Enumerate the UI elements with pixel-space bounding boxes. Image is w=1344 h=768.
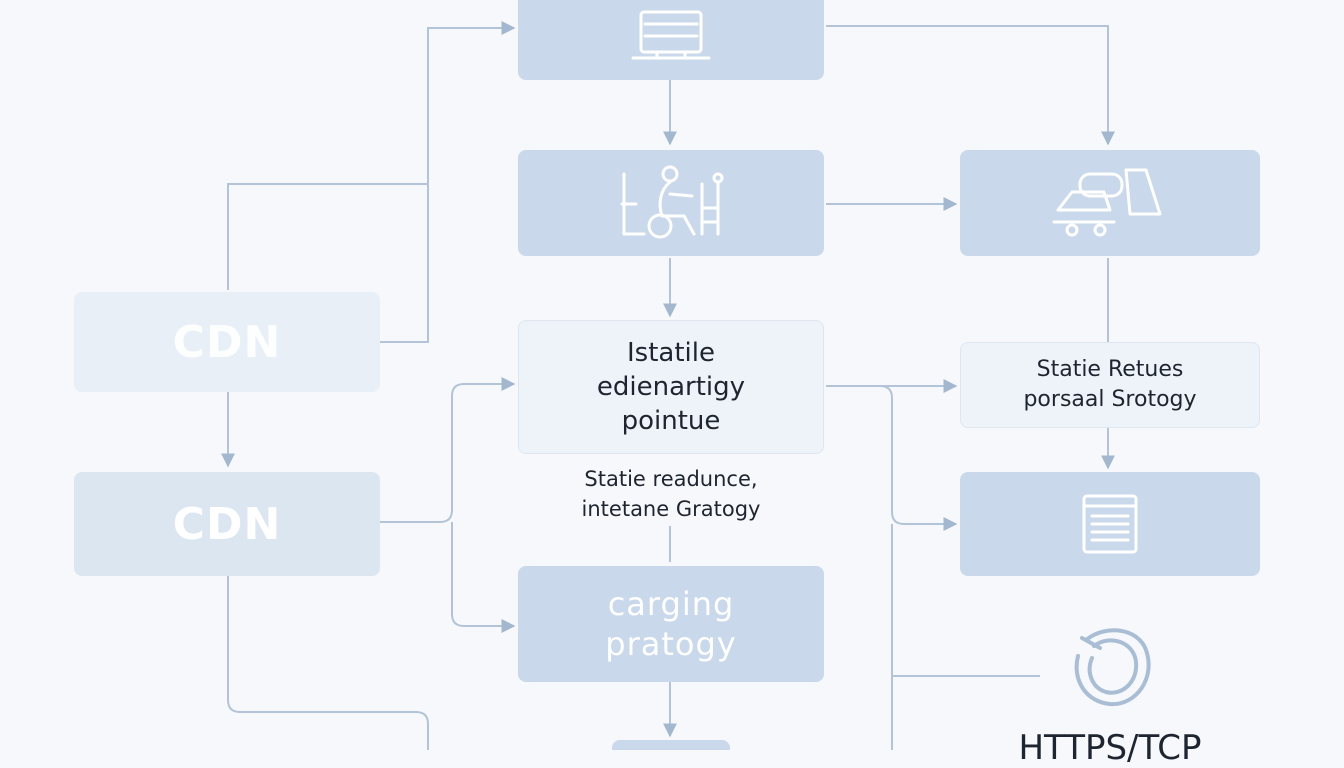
laptop-icon: [631, 10, 711, 60]
caching-box[interactable]: carging pratogy: [518, 566, 824, 682]
strategy-line-1: Istatile: [627, 338, 715, 368]
cdn-box-top[interactable]: CDN: [74, 292, 380, 392]
retues-line-1: Statie Retues: [1036, 357, 1184, 382]
readunce-caption-line-2: intetane Gratogy: [581, 497, 761, 521]
connector-layer: [221, 21, 1115, 750]
ring-icon: [1074, 628, 1151, 707]
worker-icon: [620, 165, 724, 239]
connector-strategy-to-document: [879, 385, 958, 531]
vehicles-box[interactable]: [960, 150, 1260, 256]
retues-box[interactable]: Statie Retues porsaal Srotogy: [960, 342, 1260, 428]
vehicles-icon: [1052, 168, 1162, 237]
cdn-box-bottom[interactable]: CDN: [74, 472, 380, 576]
worker-box[interactable]: [518, 150, 824, 256]
document-box[interactable]: [960, 472, 1260, 576]
cdn-top-label: CDN: [172, 316, 282, 368]
strategy-line-3: pointue: [621, 406, 721, 436]
strategy-box[interactable]: Istatile edienartigy pointue: [518, 320, 824, 454]
connector-cdn-to-strategy: [380, 377, 516, 523]
connector-left-upper: [227, 183, 428, 290]
connector-cdn-to-caching: [451, 522, 516, 633]
caching-line-1: carging: [607, 585, 735, 623]
strategy-line-2: edienartigy: [596, 372, 746, 402]
laptop-box[interactable]: [518, 0, 824, 80]
document-icon: [1082, 494, 1138, 554]
readunce-caption-line-1: Statie readunce,: [584, 467, 758, 491]
cdn-bottom-label: CDN: [172, 498, 282, 550]
caching-line-2: pratogy: [605, 625, 737, 663]
bottom-stub-box[interactable]: [612, 740, 730, 750]
retues-line-2: porsaal Srotogy: [1023, 387, 1197, 412]
connector-laptop-to-right: [826, 25, 1115, 146]
https-tcp-label: HTTPS/TCP: [1018, 728, 1202, 768]
connector-cdn-bottom-down: [227, 576, 429, 750]
readunce-caption: Statie readunce, intetane Gratogy: [540, 464, 802, 524]
